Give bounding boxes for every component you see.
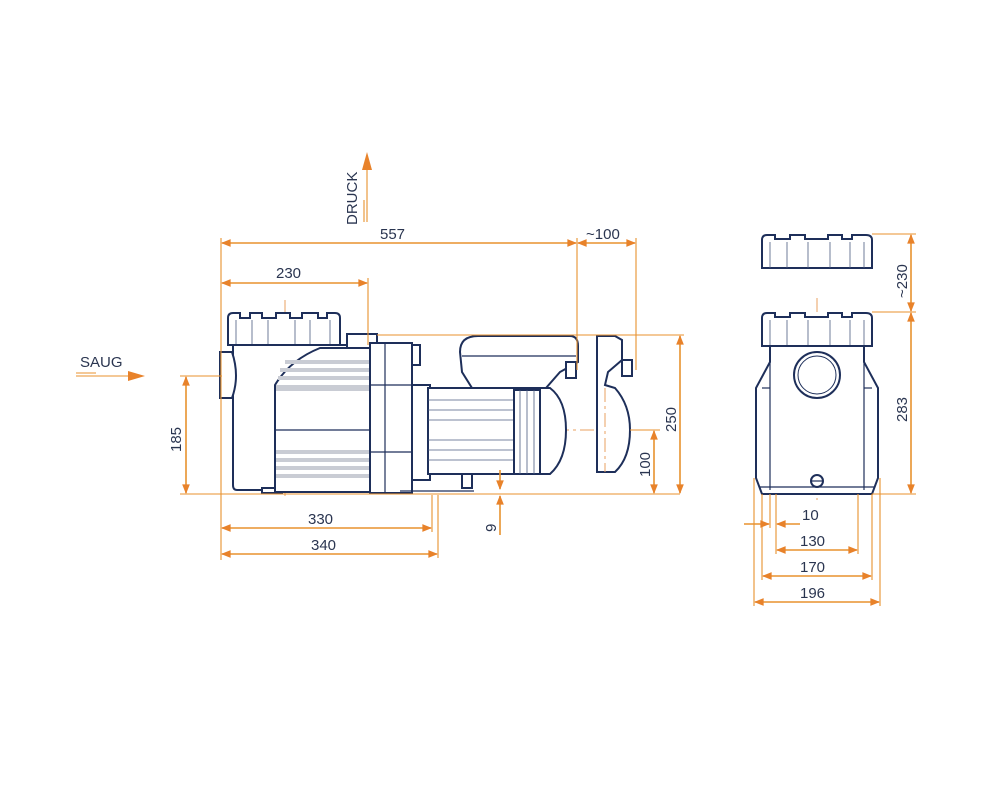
svg-text:557: 557 <box>380 226 405 243</box>
svg-text:130: 130 <box>800 533 825 550</box>
svg-text:340: 340 <box>311 537 336 554</box>
dim-base-length-330: 330 <box>220 495 433 560</box>
svg-text:~230: ~230 <box>894 264 911 298</box>
controller-box-icon <box>458 335 579 389</box>
discharge-arrow: DRUCK <box>344 152 372 225</box>
svg-text:170: 170 <box>800 559 825 576</box>
svg-text:100: 100 <box>637 452 654 477</box>
discharge-label: DRUCK <box>344 172 361 225</box>
dim-foot-spacing: 130 <box>776 533 858 554</box>
dim-motor-clearance: ~100 <box>577 226 637 370</box>
dim-overall-length: 557 <box>220 226 578 495</box>
dim-shaft-height: 100 <box>630 429 660 494</box>
dim-overall-height: 250 <box>377 334 684 494</box>
dim-base-width: 170 <box>762 559 872 580</box>
front-housing-icon <box>755 345 879 495</box>
svg-text:330: 330 <box>308 511 333 528</box>
svg-text:283: 283 <box>894 397 911 422</box>
dim-suction-height: 185 <box>168 375 680 495</box>
dim-front-overall-height: 283 <box>872 312 916 495</box>
svg-text:~100: ~100 <box>586 226 620 243</box>
svg-text:185: 185 <box>168 427 185 452</box>
svg-text:230: 230 <box>276 265 301 282</box>
svg-text:9: 9 <box>483 524 500 532</box>
dim-lid-clearance: ~230 <box>872 233 916 313</box>
removed-lid-icon <box>761 234 873 269</box>
dim-base-length-340: 340 <box>221 495 439 558</box>
motor-icon <box>400 387 568 492</box>
dim-foot-offset: 10 <box>744 507 819 528</box>
dim-foot-height: 9 <box>483 470 504 535</box>
front-view: ~230 283 10 130 170 <box>744 233 916 606</box>
side-view: DRUCK SAUG 557 ~100 230 <box>76 152 684 560</box>
seal-flange-icon <box>369 342 431 494</box>
suction-arrow: SAUG <box>76 354 145 381</box>
dim-prefilter-length: 230 <box>221 265 369 345</box>
svg-text:10: 10 <box>802 507 819 524</box>
mounted-lid-icon <box>761 312 873 347</box>
suction-label: SAUG <box>80 354 123 371</box>
prefilter-lid-icon <box>227 312 341 346</box>
svg-text:196: 196 <box>800 585 825 602</box>
motor-end-detail-icon <box>596 335 633 473</box>
dim-front-overall-width: 196 <box>754 585 880 606</box>
svg-text:250: 250 <box>663 407 680 432</box>
